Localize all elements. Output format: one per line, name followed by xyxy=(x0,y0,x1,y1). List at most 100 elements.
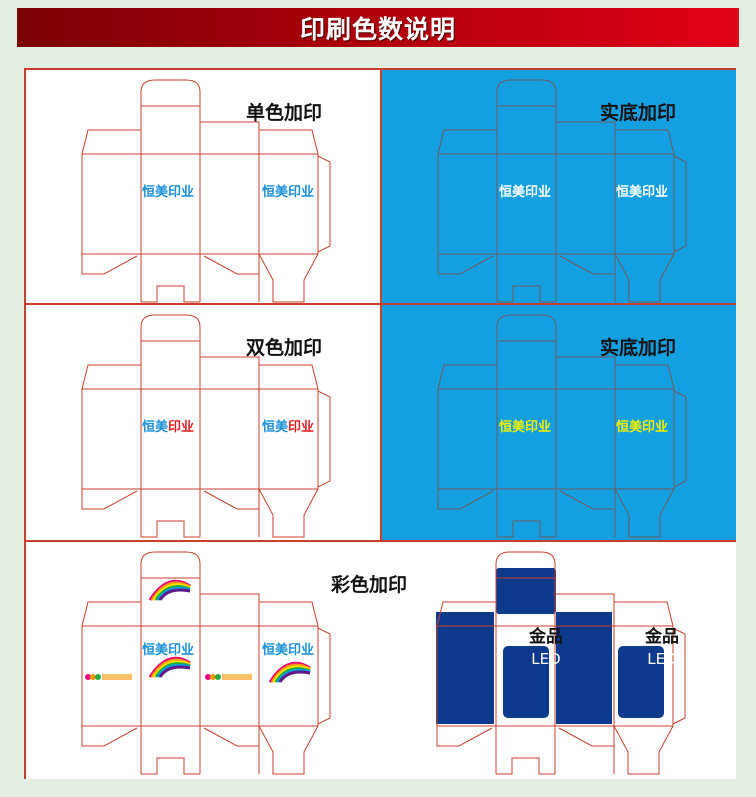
box-text-front: 恒美印业 xyxy=(141,185,195,200)
dust-flap xyxy=(258,364,319,390)
bottom-flap xyxy=(496,757,555,775)
illustration-frame: 单色加印 恒美印业 恒美印业 实底加印 恒美印业 恒美印业 双色加印 恒美印业 … xyxy=(24,68,736,779)
glue-tab xyxy=(673,155,687,253)
panel-label: 双色加印 xyxy=(246,337,323,359)
color-logo-dot xyxy=(85,674,91,680)
dust-flap xyxy=(81,364,142,390)
box-text-front: 恒美印业 xyxy=(141,643,195,658)
led-front-window xyxy=(503,646,549,718)
box-dieline xyxy=(81,551,686,775)
bottom-flap xyxy=(614,488,675,538)
dust-flap xyxy=(258,601,319,627)
bottom-flap xyxy=(141,757,200,775)
bottom-flap xyxy=(141,520,200,538)
top-tuck-flap xyxy=(140,79,201,122)
bottom-flap xyxy=(559,490,615,510)
panel-label: 彩色加印 xyxy=(331,574,408,596)
dust-flap xyxy=(614,364,675,390)
bottom-flap xyxy=(436,726,493,747)
top-lid xyxy=(199,121,260,154)
box-dieline xyxy=(437,314,687,538)
panel-label: 实底加印 xyxy=(600,337,677,359)
color-swirl-logo xyxy=(158,588,191,601)
dust-flap xyxy=(437,129,498,155)
bottom-flap xyxy=(141,285,200,303)
bottom-flap xyxy=(258,488,319,538)
bottom-flap xyxy=(81,489,138,510)
glue-tab xyxy=(317,155,331,253)
led-side-panel-print xyxy=(436,612,494,724)
bottom-flap xyxy=(437,489,494,510)
led-back-panel-print xyxy=(556,612,612,724)
bottom-flap xyxy=(497,285,556,303)
bottom-flap xyxy=(558,727,614,747)
glue-tab xyxy=(673,390,687,488)
led-brand-front: 金品 xyxy=(529,627,563,647)
dust-flap xyxy=(81,601,142,627)
bottom-flap xyxy=(203,490,259,510)
bottom-flap xyxy=(81,254,138,275)
text-part-a: 恒美 xyxy=(141,420,168,435)
panel-label: 实底加印 xyxy=(600,102,677,124)
dust-flap xyxy=(437,364,498,390)
bottom-flap xyxy=(81,726,138,747)
top-lid xyxy=(199,356,260,389)
page-title: 印刷色数说明 xyxy=(299,14,456,44)
glue-tab xyxy=(317,390,331,488)
color-logo-dot xyxy=(205,674,211,680)
bottom-flap xyxy=(613,725,674,775)
bottom-flap xyxy=(559,255,615,275)
panel-single-color: 单色加印 恒美印业 恒美印业 xyxy=(26,70,382,305)
color-logo-text-mark xyxy=(222,674,252,680)
color-logo-dot xyxy=(95,674,101,680)
page-title-banner: 印刷色数说明 xyxy=(17,8,739,47)
color-logo-dot xyxy=(210,674,216,680)
bottom-flap xyxy=(497,520,556,538)
led-side-window xyxy=(618,646,664,718)
box-text-side: 恒美印业 xyxy=(261,643,315,658)
top-lid xyxy=(199,593,260,626)
glue-tab xyxy=(317,627,331,725)
dust-flap xyxy=(81,129,142,155)
top-tuck-flap xyxy=(496,314,557,357)
panel-two-color: 双色加印 恒美印业 恒美印业 xyxy=(26,305,382,542)
box-text-side: 恒美印业 xyxy=(615,185,669,200)
dust-flap xyxy=(258,129,319,155)
box-text-front: 恒美印业 xyxy=(498,420,552,435)
bottom-flap xyxy=(203,255,259,275)
bottom-flap xyxy=(203,727,259,747)
panel-solid-white: 实底加印 恒美印业 恒美印业 xyxy=(382,70,736,305)
top-tuck-flap xyxy=(140,551,201,594)
led-brand-side: 金品 xyxy=(645,627,679,647)
panel-label: 单色加印 xyxy=(246,102,323,124)
color-logo-dot xyxy=(215,674,221,680)
box-text-side: 恒美印业 xyxy=(262,416,314,435)
color-swirl-logo xyxy=(158,665,191,678)
top-tuck-flap xyxy=(495,551,556,594)
panel-solid-yellow: 实底加印 恒美印业 恒美印业 xyxy=(382,305,736,542)
bottom-flap xyxy=(258,253,319,303)
top-lid xyxy=(555,356,616,389)
panel-full-color: 彩色加印 恒美印业 恒美印业 金品 LED 金品 LED xyxy=(26,542,736,779)
color-logo-text-mark xyxy=(102,674,132,680)
box-dieline xyxy=(81,79,331,303)
led-top-flap-print xyxy=(496,568,556,614)
color-logo-dot xyxy=(90,674,96,680)
box-dieline xyxy=(437,79,687,303)
top-tuck-flap xyxy=(496,79,557,122)
box-dieline xyxy=(81,314,331,538)
led-label-front: LED xyxy=(531,650,561,668)
bottom-flap xyxy=(258,725,319,775)
box-text-side: 恒美印业 xyxy=(261,185,315,200)
dust-flap xyxy=(614,129,675,155)
bottom-flap xyxy=(437,254,494,275)
color-swirl-logo xyxy=(278,670,311,683)
top-tuck-flap xyxy=(140,314,201,357)
box-text-front: 恒美印业 xyxy=(142,416,194,435)
text-part-b: 印业 xyxy=(288,420,315,435)
text-part-a: 恒美 xyxy=(261,420,288,435)
led-label-side: LED xyxy=(647,650,677,668)
box-text-front: 恒美印业 xyxy=(498,185,552,200)
box-text-side: 恒美印业 xyxy=(615,420,669,435)
bottom-flap xyxy=(614,253,675,303)
